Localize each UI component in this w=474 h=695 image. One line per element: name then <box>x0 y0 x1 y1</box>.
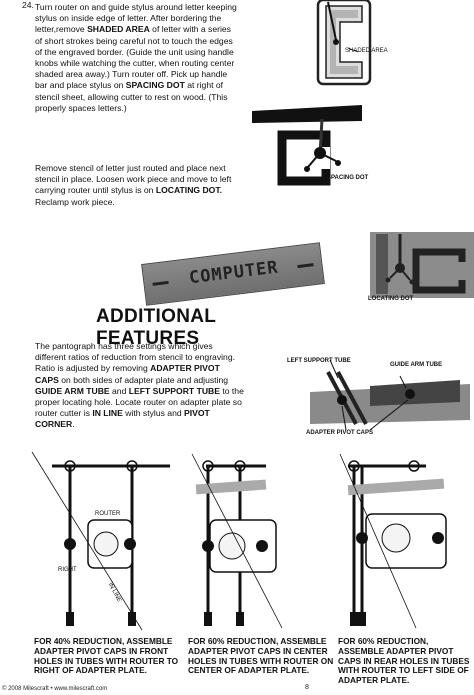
features-text-e: with stylus and <box>122 408 185 419</box>
sign-text: COMPUTER <box>188 257 280 289</box>
spacing-dot-photo <box>252 105 362 186</box>
page-number: 8 <box>305 684 309 691</box>
left-support-tube-label: LEFT SUPPORT TUBE <box>287 358 351 364</box>
step-text-c: at right of stencil sheet, allowing cutt… <box>35 80 228 113</box>
diagram-60-percent-rear <box>339 453 447 629</box>
sign-dash-right <box>297 263 314 269</box>
section-heading: ADDITIONAL FEATURES <box>96 306 216 349</box>
shaded-area-stencil-image <box>316 0 372 86</box>
features-bold-pivot-caps: ADAPTER PIVOT CAPS <box>35 363 220 385</box>
adapter-pivot-caps-label: ADAPTER PIVOT CAPS <box>306 430 374 436</box>
step-text-b: of letter with a series of short strokes… <box>35 24 235 91</box>
caption-60-percent-rear: FOR 60% REDUCTION, ASSEMBLE ADAPTER PIVO… <box>338 636 470 686</box>
step2-text-a: Remove stencil of letter just routed and… <box>35 163 232 196</box>
step-number: 24. <box>22 0 34 10</box>
diagram-40-percent <box>31 451 170 631</box>
computer-sign-image: COMPUTER <box>141 242 325 306</box>
step-bold-spacing-dot: SPACING DOT <box>125 80 185 91</box>
features-text-b: on both sides of adapter plate and adjus… <box>58 374 229 385</box>
locating-dot-photo <box>370 232 474 298</box>
caption-60-percent-center: FOR 60% REDUCTION, ASSEMBLE ADAPTER PIVO… <box>188 636 334 676</box>
adapter-plate-photo <box>310 359 470 431</box>
shaded-area-label: SHADED AREA <box>345 48 388 54</box>
features-text-a: The pantograph has three settings which … <box>35 341 235 374</box>
features-bold-guide-arm: GUIDE ARM TUBE <box>35 385 110 396</box>
features-bold-pivot-corner: PIVOT CORNER <box>35 408 210 430</box>
step2-bold-locating-dot: LOCATING DOT. <box>155 185 223 196</box>
step-text-a: Turn router on and guide stylus around l… <box>35 2 237 35</box>
locating-dot-label: LOCATING DOT <box>368 296 414 302</box>
footer-copyright: © 2008 Milescraft • www.milescraft.com <box>2 686 108 692</box>
features-text-c: and <box>109 385 129 396</box>
router-label: ROUTER <box>95 511 121 517</box>
right-label: RIGHT <box>58 567 77 573</box>
features-bold-in-line: IN LINE <box>92 408 123 419</box>
step2-text-b: Reclamp work piece. <box>35 196 115 207</box>
sign-dash-left <box>152 280 169 286</box>
step-24-text: Turn router on and guide stylus around l… <box>35 2 240 114</box>
caption-40-percent: FOR 40% REDUCTION, ASSEMBLE ADAPTER PIVO… <box>34 636 179 676</box>
features-text-d: to the proper locating hole. Locate rout… <box>35 385 244 419</box>
spacing-dot-label: SPACING DOT <box>327 175 369 181</box>
guide-arm-tube-label: GUIDE ARM TUBE <box>390 362 443 368</box>
features-text: The pantograph has three settings which … <box>35 341 245 431</box>
features-text-f: . <box>72 419 75 430</box>
step-bold-shaded-area: SHADED AREA <box>87 24 150 35</box>
diagram-60-percent-center <box>191 453 283 629</box>
step-24-text-continued: Remove stencil of letter just routed and… <box>35 163 240 208</box>
features-bold-left-support: LEFT SUPPORT TUBE <box>128 385 220 396</box>
